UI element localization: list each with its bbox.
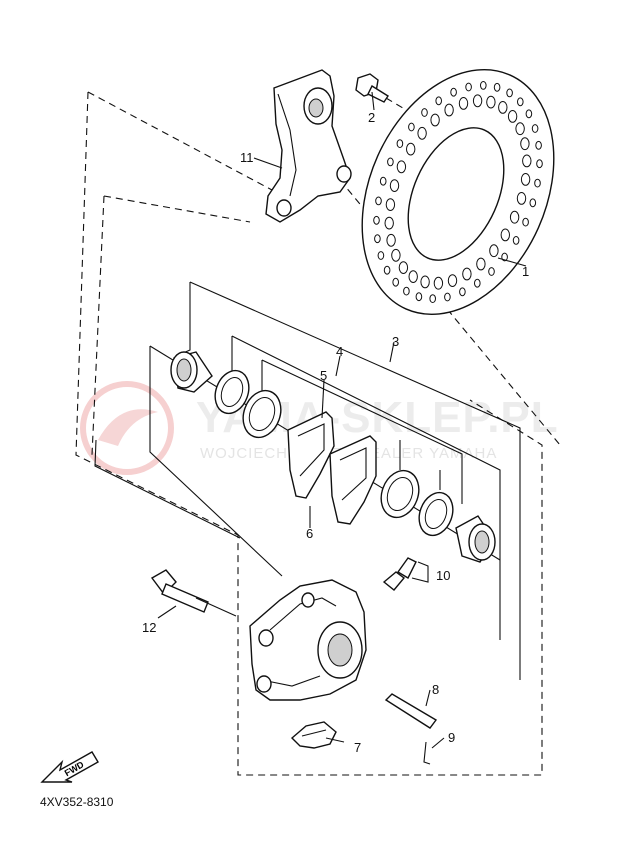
disc-hole — [522, 217, 529, 227]
disc-hole — [476, 257, 486, 271]
caliper-body — [249, 579, 367, 701]
disc-hole — [386, 233, 396, 247]
disc-hole — [408, 270, 418, 284]
disc-hole — [444, 103, 454, 117]
disc-hole — [373, 215, 380, 225]
disc-hole — [444, 292, 451, 302]
disc-hole — [516, 192, 527, 205]
disc-hole — [447, 274, 458, 288]
disc-hole — [408, 122, 415, 132]
disc-hole — [531, 124, 539, 133]
disc-hole — [415, 292, 423, 302]
disc-hole — [406, 142, 416, 156]
disc-hole — [486, 95, 496, 109]
disc-hole — [534, 178, 541, 188]
disc-hole — [389, 179, 400, 193]
brake-disc — [361, 69, 555, 315]
disc-hole — [522, 154, 532, 168]
callout-3: 3 — [392, 334, 399, 349]
disc-hole — [421, 108, 428, 117]
disc-hole — [379, 176, 387, 186]
callout-8: 8 — [432, 682, 439, 697]
disc-hole — [396, 139, 404, 149]
callout-5: 5 — [320, 368, 327, 383]
disc-hole — [515, 122, 525, 136]
disc-hole — [509, 210, 520, 224]
disc-hole — [500, 228, 510, 242]
disc-hole — [462, 267, 472, 281]
disc-hole — [535, 140, 542, 150]
disc-hole — [520, 173, 531, 186]
callout-12: 12 — [142, 620, 156, 635]
disc-hole — [377, 251, 385, 260]
bleed-screw — [382, 557, 417, 591]
disc-hole — [383, 265, 391, 275]
disc-hole — [506, 88, 513, 98]
brake-pad-2 — [329, 435, 377, 525]
callout-9: 9 — [448, 730, 455, 745]
brake-pad-1 — [287, 411, 335, 499]
caliper-bracket — [265, 69, 352, 223]
disc-hole — [507, 110, 518, 123]
disc-hole — [465, 82, 472, 92]
seal-left-inner — [242, 389, 282, 439]
disc-hole — [536, 159, 543, 169]
disc-hole — [374, 234, 381, 244]
disc-hole — [498, 101, 508, 114]
disc-hole — [517, 97, 524, 107]
leader-lines — [157, 91, 527, 749]
disc-hole — [403, 286, 410, 296]
disc-hole — [392, 277, 400, 287]
disc-hole — [489, 244, 499, 258]
disc-hole — [384, 216, 394, 230]
callout-10: 10 — [436, 568, 450, 583]
disc-hole — [430, 113, 440, 127]
callout-4: 4 — [336, 344, 343, 359]
disc-hole — [512, 236, 520, 245]
piston-left — [170, 351, 213, 393]
disc-hole — [488, 267, 495, 276]
disc-hole — [375, 196, 382, 206]
callout-11: 11 — [240, 150, 254, 165]
callout-7: 7 — [354, 740, 361, 755]
caliper-bolt — [150, 569, 237, 617]
pad-spring — [290, 721, 337, 749]
disc-hole — [387, 157, 394, 167]
callout-2: 2 — [368, 110, 375, 125]
callout-1: 1 — [522, 264, 529, 279]
disc-hole — [396, 160, 407, 174]
disc-hole — [472, 94, 483, 108]
seal-right-inner — [380, 469, 420, 519]
disc-hole — [520, 137, 530, 151]
disc-hole — [417, 126, 427, 140]
disc-hole — [525, 109, 533, 119]
pad-pin — [384, 693, 438, 729]
watermark-logo — [80, 381, 174, 475]
callouts: 1 2 3 4 5 6 7 8 9 10 11 12 — [142, 110, 529, 755]
disc-hole — [493, 82, 501, 92]
disc-hole — [420, 275, 430, 289]
disc-hole — [433, 276, 444, 290]
disc-hole — [450, 87, 457, 97]
disc-hole — [385, 198, 396, 212]
disc-hole — [435, 96, 443, 106]
disc-hole — [529, 198, 537, 208]
seal-left-outer — [214, 369, 250, 415]
disc-hole — [480, 81, 487, 90]
piston-right — [455, 515, 496, 563]
disc-hole — [391, 248, 401, 262]
callout-6: 6 — [306, 526, 313, 541]
disc-hole — [458, 97, 469, 110]
diagram-code: 4XV352-8310 — [40, 795, 114, 809]
seal-right-outer — [418, 491, 454, 537]
disc-hole — [429, 294, 437, 304]
disc-bolt — [355, 73, 389, 103]
disc-hole — [459, 287, 466, 297]
fwd-arrow: FWD — [40, 751, 99, 783]
disc-hole — [474, 278, 481, 288]
disc-hole — [398, 261, 409, 275]
pad-pin-clip — [423, 741, 431, 765]
